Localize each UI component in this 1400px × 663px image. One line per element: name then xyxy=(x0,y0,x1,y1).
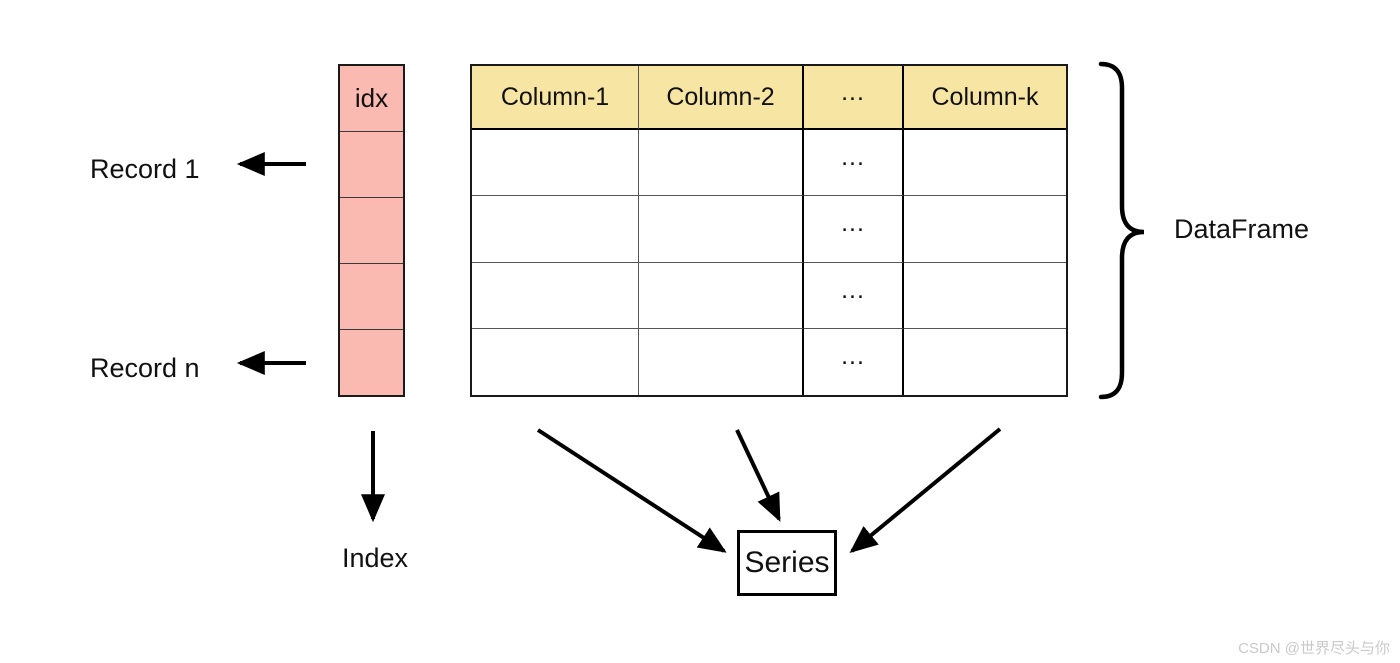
index-cell xyxy=(340,198,403,264)
table-cell-ellipsis: ... xyxy=(804,130,904,197)
series-arrow-right xyxy=(849,427,1002,554)
table-header-column-2: Column-2 xyxy=(639,66,804,130)
index-cell xyxy=(340,132,403,198)
table-cell xyxy=(472,196,639,263)
series-arrow-left xyxy=(536,428,727,553)
table-cell-ellipsis: ... xyxy=(804,262,904,329)
series-arrow-middle xyxy=(735,429,781,522)
table-header-column-k: Column-k xyxy=(904,66,1066,130)
record-last-label: Record n xyxy=(90,353,200,383)
table-cell xyxy=(639,262,804,329)
index-cell xyxy=(340,264,403,330)
table-header-column-1: Column-1 xyxy=(472,66,639,130)
table-cell xyxy=(639,328,804,395)
index-label: Index xyxy=(341,543,409,573)
table-cell xyxy=(472,262,639,329)
table-cell xyxy=(904,263,1066,329)
index-column: idx xyxy=(338,64,405,397)
table-cell xyxy=(472,328,639,395)
table-cell xyxy=(904,196,1066,263)
index-column-header: idx xyxy=(340,66,403,132)
table-cell xyxy=(639,196,804,263)
dataframe-brace xyxy=(1098,61,1145,400)
table-cell-ellipsis: ... xyxy=(804,196,904,263)
table-cell-ellipsis: ... xyxy=(804,328,904,395)
dataframe-table: Column-1 Column-2 ... Column-k ... ... .… xyxy=(470,64,1068,397)
series-label: Series xyxy=(744,546,830,579)
table-cell xyxy=(904,130,1066,197)
dataframe-label: DataFrame xyxy=(1174,214,1310,244)
table-cell xyxy=(639,130,804,197)
table-header-ellipsis: ... xyxy=(804,66,904,130)
series-box: Series xyxy=(737,530,837,596)
record-first-label: Record 1 xyxy=(90,154,200,184)
table-cell xyxy=(472,130,639,197)
watermark: CSDN @世界尽头与你 xyxy=(1238,640,1390,657)
